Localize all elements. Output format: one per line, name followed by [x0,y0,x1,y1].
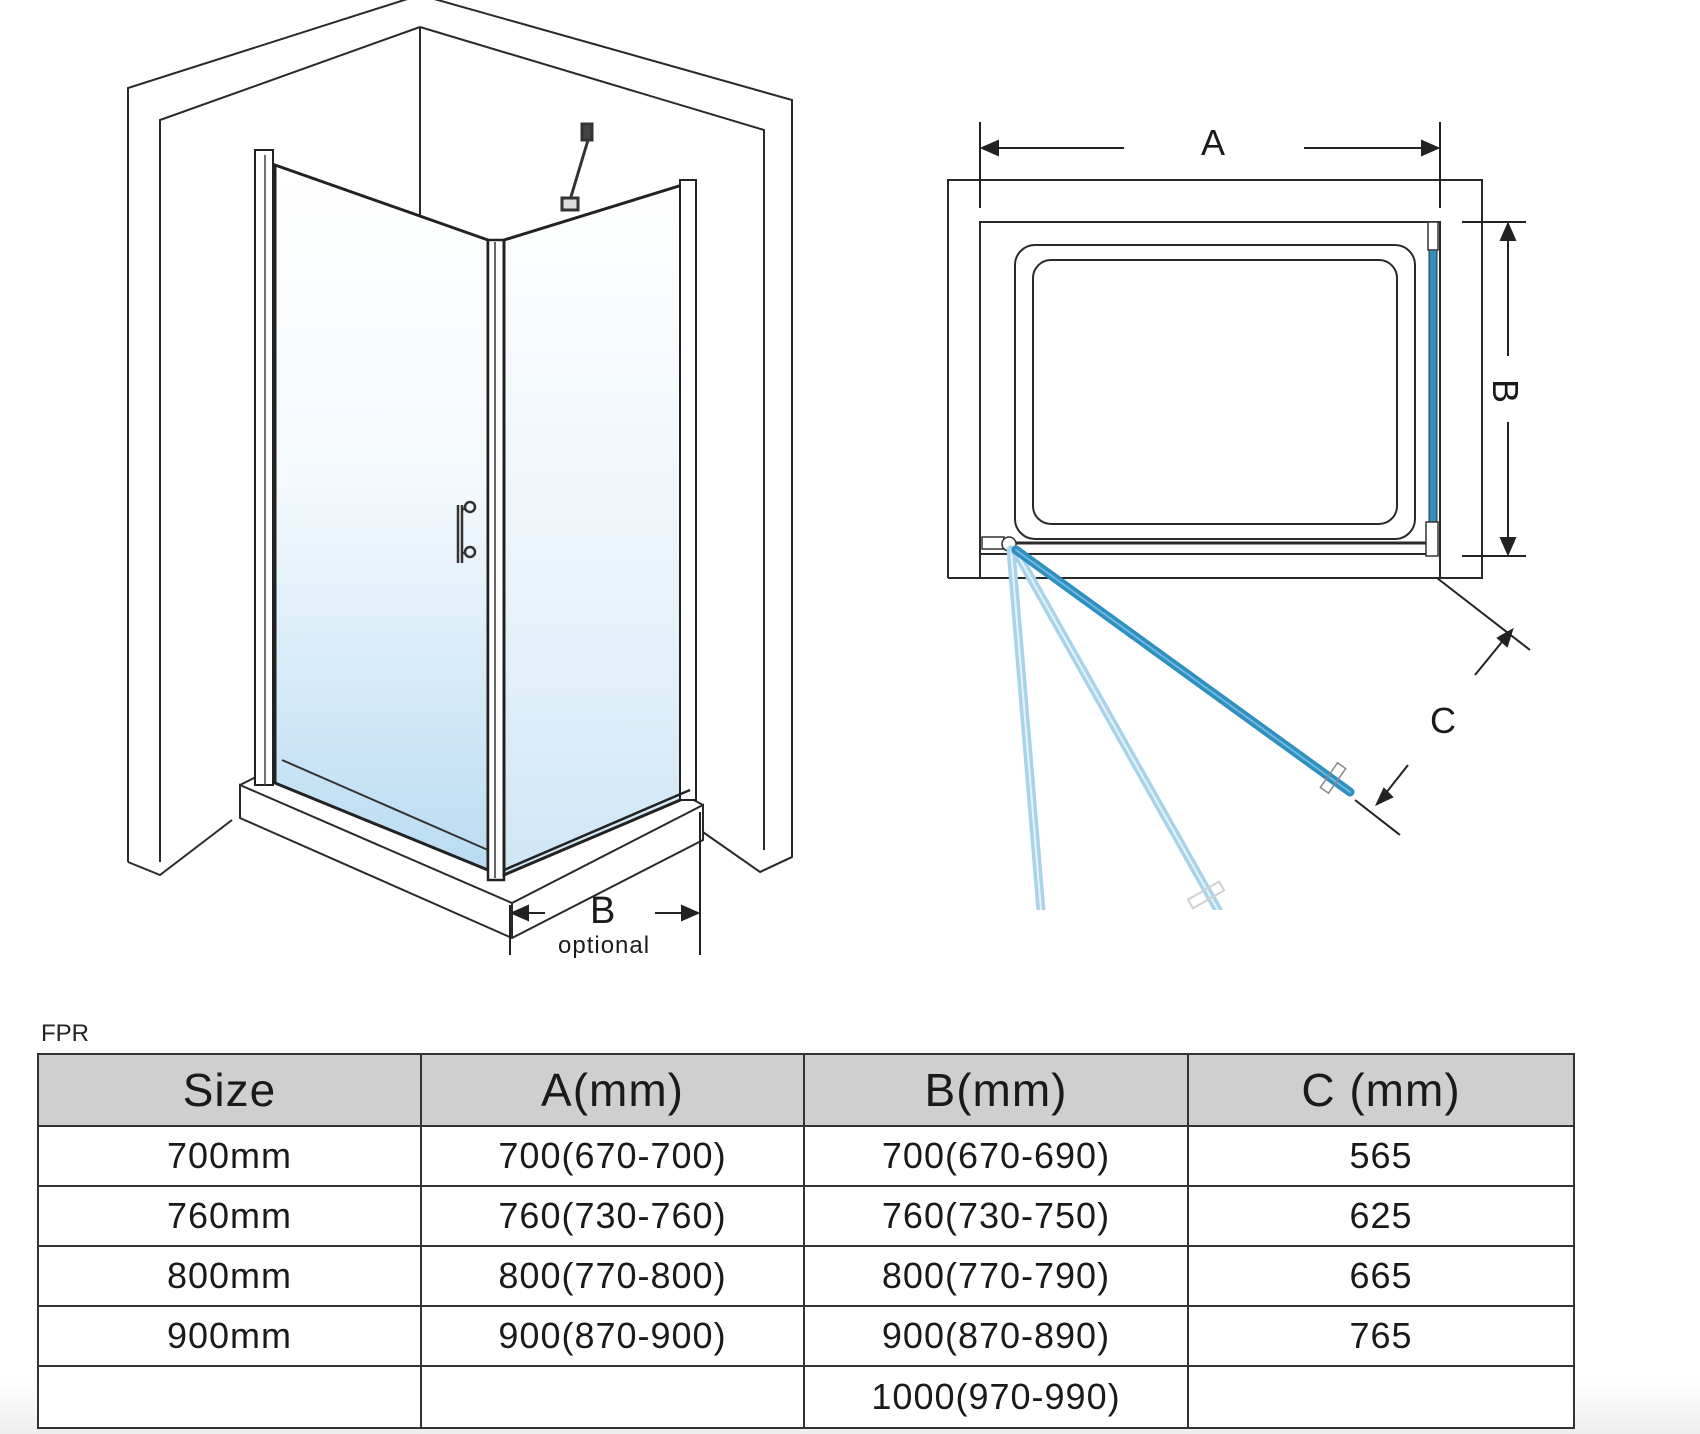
dimension-a [979,122,1441,208]
side-panel [502,179,697,878]
dimension-a-label: A [1201,122,1226,163]
cell-size: 900mm [37,1305,422,1367]
column-header-c: C (mm) [1187,1053,1575,1127]
table-row: 700mm 700(670-700) 700(670-690) 565 [37,1125,1575,1187]
table-row: 900mm 900(870-900) 900(870-890) 765 [37,1305,1575,1367]
cell-a: 800(770-800) [420,1245,805,1307]
size-table: Size A(mm) B(mm) C (mm) 700mm 700(670-70… [37,1053,1575,1429]
plan-view [947,122,1531,910]
cell-size: 760mm [37,1185,422,1247]
door-open-plan [1011,545,1355,797]
cell-a: 900(870-900) [420,1305,805,1367]
door-handle [456,500,477,563]
table-row: 800mm 800(770-800) 800(770-790) 665 [37,1245,1575,1307]
cell-c: 565 [1187,1125,1575,1187]
hinge [981,536,1017,552]
dimension-c-label: C [1430,700,1456,741]
door-panel [254,149,490,873]
cell-b: 1000(970-990) [803,1365,1189,1429]
cell-b: 800(770-790) [803,1245,1189,1307]
dimension-b-plan [1462,221,1526,557]
cell-a [420,1365,805,1429]
cell-b: 760(730-750) [803,1185,1189,1247]
cell-a: 760(730-760) [420,1185,805,1247]
cell-b: 900(870-890) [803,1305,1189,1367]
cell-a: 700(670-700) [420,1125,805,1187]
dimension-b-note: optional [558,932,651,959]
dimension-b-perspective [509,812,701,955]
cell-size: 700mm [37,1125,422,1187]
cell-c [1187,1365,1575,1429]
cell-c: 665 [1187,1245,1575,1307]
plan-walls [947,179,1483,579]
room-walls [127,0,793,877]
side-glass-plan [1425,221,1439,557]
perspective-view [127,0,793,955]
dimension-b-label: B [590,890,616,932]
cell-size: 800mm [37,1245,422,1307]
column-header-b: B(mm) [803,1053,1189,1127]
dimension-b-plan-label: B [1485,378,1527,404]
column-header-size: Size [37,1053,422,1127]
cell-size [37,1365,422,1429]
cell-c: 765 [1187,1305,1575,1367]
table-row: 1000(970-990) [37,1365,1575,1429]
cell-c: 625 [1187,1185,1575,1247]
corner-post [486,238,506,882]
stabilizer-bar [560,122,594,212]
cell-b: 700(670-690) [803,1125,1189,1187]
dimension-c [1354,577,1531,836]
model-label: FPR [41,1020,89,1047]
table-row: 760mm 760(730-760) 760(730-750) 625 [37,1185,1575,1247]
shower-tray-plan [980,244,1430,555]
door-swing-ghosts [1006,545,1226,910]
column-header-a: A(mm) [420,1053,805,1127]
table-header-row: Size A(mm) B(mm) C (mm) [37,1053,1575,1127]
